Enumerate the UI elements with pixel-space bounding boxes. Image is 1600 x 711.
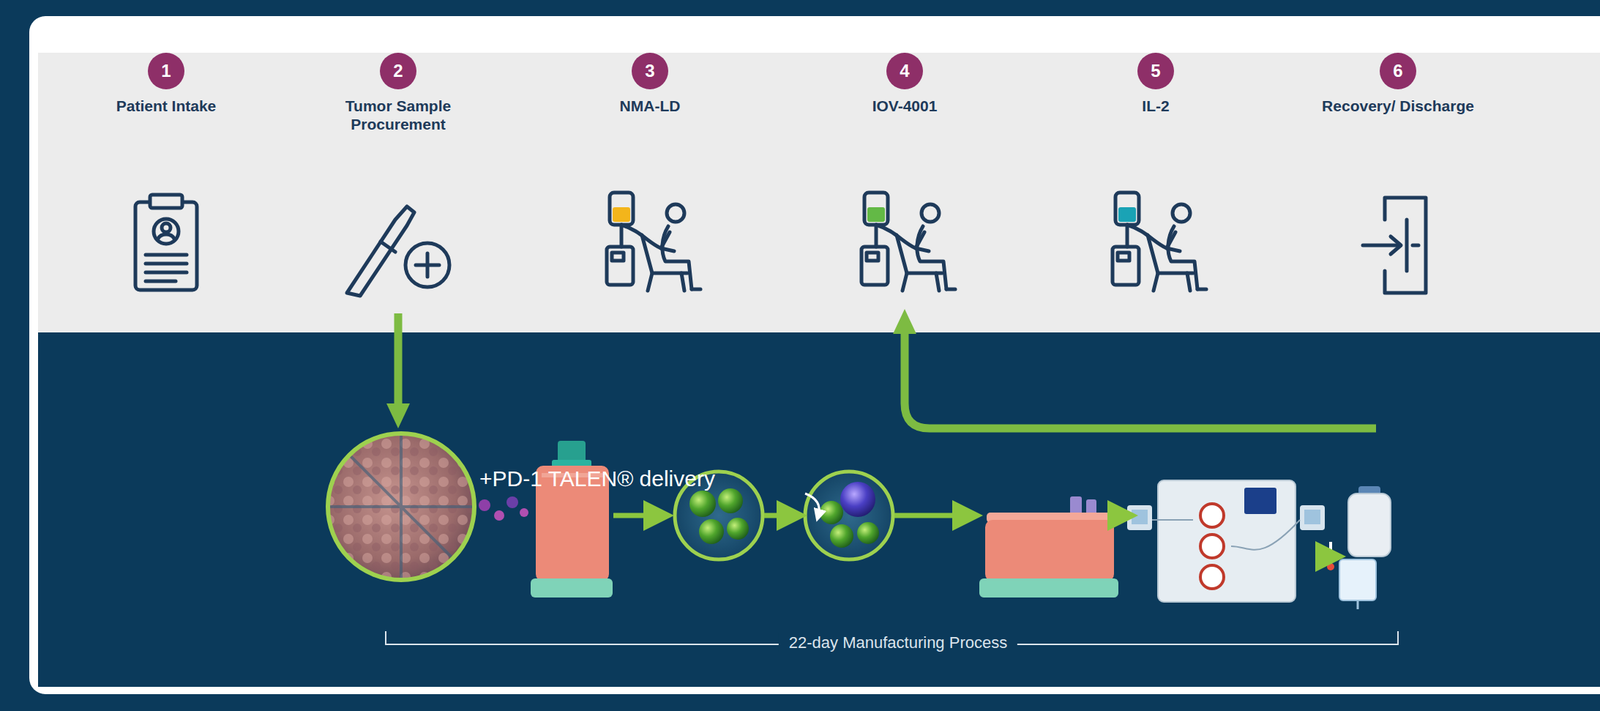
step-title: IL-2: [1141, 96, 1169, 115]
process-step: 2Tumor Sample Procurement: [313, 52, 483, 309]
manufacturing-process: +PD-1 TALEN® delivery 22-day Manufacturin…: [322, 428, 1413, 685]
step-title: Tumor Sample Procurement: [313, 96, 483, 134]
step-title: IOV-4001: [872, 96, 938, 115]
white-panel: [29, 16, 1600, 694]
leader-line: [805, 493, 820, 516]
process-step: 5IL-2: [1071, 52, 1240, 309]
step-number: 2: [379, 52, 417, 90]
gene-edited-cells: [805, 471, 893, 560]
step-title: Patient Intake: [116, 96, 217, 115]
bioreactor-small: [530, 440, 613, 598]
arrow-head: [892, 308, 917, 334]
infusion-icon: [606, 192, 701, 291]
process-step: 4IOV-4001: [820, 52, 989, 309]
step-number: 6: [1379, 52, 1417, 90]
arrow-head: [386, 403, 410, 429]
bioreactor-large: [979, 496, 1119, 598]
process-arrows: [613, 515, 1331, 557]
scalpel-icon: [346, 206, 450, 296]
cryo-storage: [1326, 486, 1391, 609]
cell-processing-system: [1127, 480, 1325, 602]
door-icon: [1362, 197, 1426, 293]
manufacturing-band: [38, 332, 1600, 687]
clipboard-icon: [135, 194, 197, 290]
process-step: 3NMA-LD: [565, 52, 735, 309]
step-number: 1: [147, 52, 185, 90]
flow-arrow: [394, 313, 403, 407]
step-number: 5: [1137, 52, 1175, 90]
process-step: 1Patient Intake: [81, 52, 251, 309]
flow-arrow: [904, 330, 1377, 429]
bracket-label: 22-day Manufacturing Process: [778, 633, 1018, 653]
step-title: NMA-LD: [619, 96, 681, 115]
tumor-illustration: [327, 433, 529, 580]
steps-band: [38, 52, 1600, 333]
step-number: 3: [631, 52, 669, 90]
infusion-icon: [861, 192, 956, 291]
infusion-icon: [1112, 192, 1207, 291]
callout-text: +PD-1 TALEN® delivery: [479, 466, 716, 492]
process-step: 6Recovery/ Discharge: [1313, 52, 1483, 309]
step-number: 4: [886, 52, 923, 90]
step-title: Recovery/ Discharge: [1321, 96, 1475, 115]
